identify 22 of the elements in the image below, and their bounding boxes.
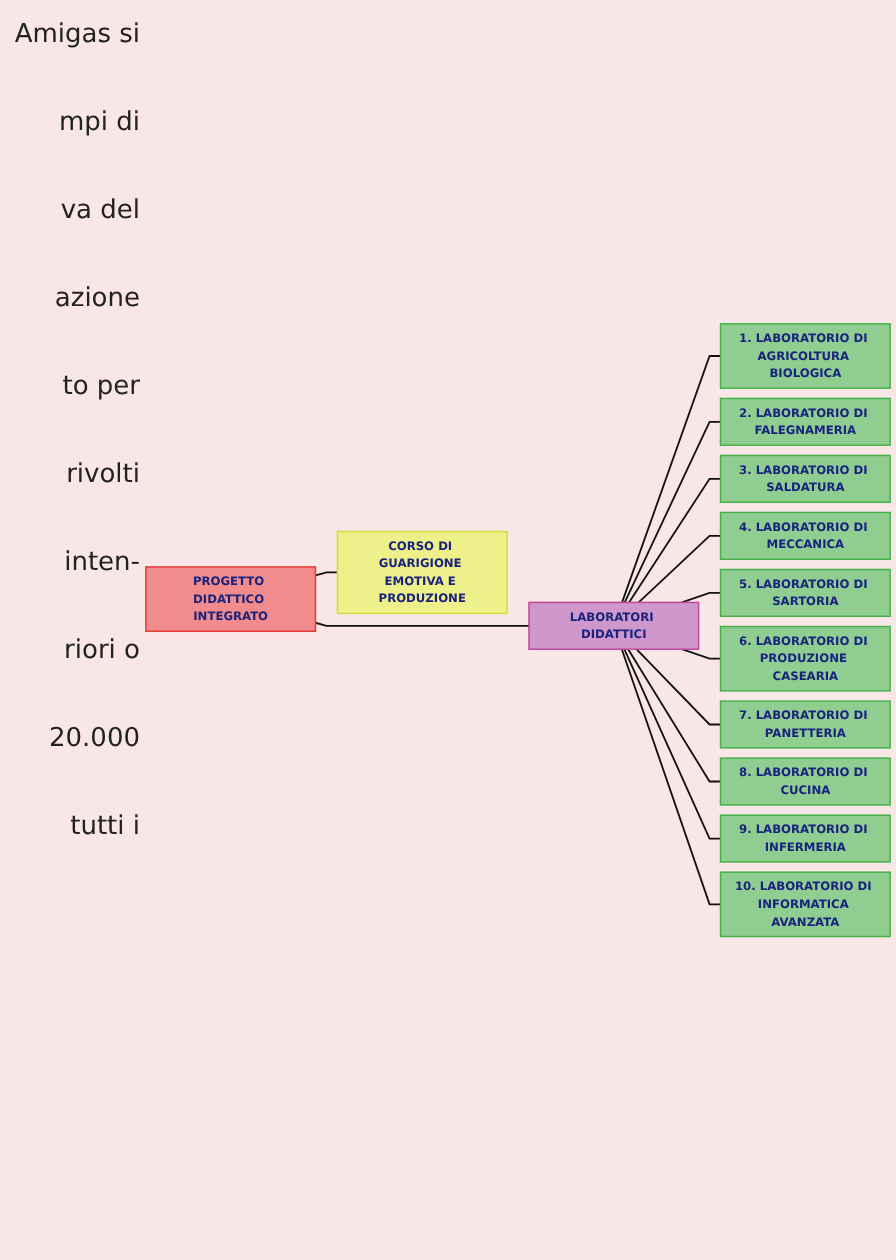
text-fragment: Amigas si bbox=[12, 18, 140, 54]
connector bbox=[314, 621, 530, 627]
text-fragment: to per bbox=[60, 370, 140, 406]
connector bbox=[680, 591, 722, 604]
connector bbox=[637, 534, 722, 604]
text-fragment: inten- bbox=[62, 546, 140, 582]
connector bbox=[314, 571, 339, 577]
connector bbox=[635, 648, 722, 726]
connector bbox=[627, 648, 722, 783]
text-fragment: azione bbox=[52, 282, 140, 318]
connector bbox=[620, 648, 722, 906]
text-fragment: riori o bbox=[62, 634, 140, 670]
text-fragment: va del bbox=[58, 194, 140, 230]
connector bbox=[623, 648, 722, 840]
connector bbox=[621, 354, 722, 604]
connector bbox=[680, 648, 722, 660]
text-fragment: tutti i bbox=[68, 810, 140, 846]
text-fragment: rivolti bbox=[64, 458, 140, 494]
text-fragment: 20.000 bbox=[47, 722, 140, 758]
text-fragment: mpi di bbox=[56, 106, 140, 142]
connector bbox=[628, 477, 722, 604]
connector bbox=[623, 420, 722, 604]
